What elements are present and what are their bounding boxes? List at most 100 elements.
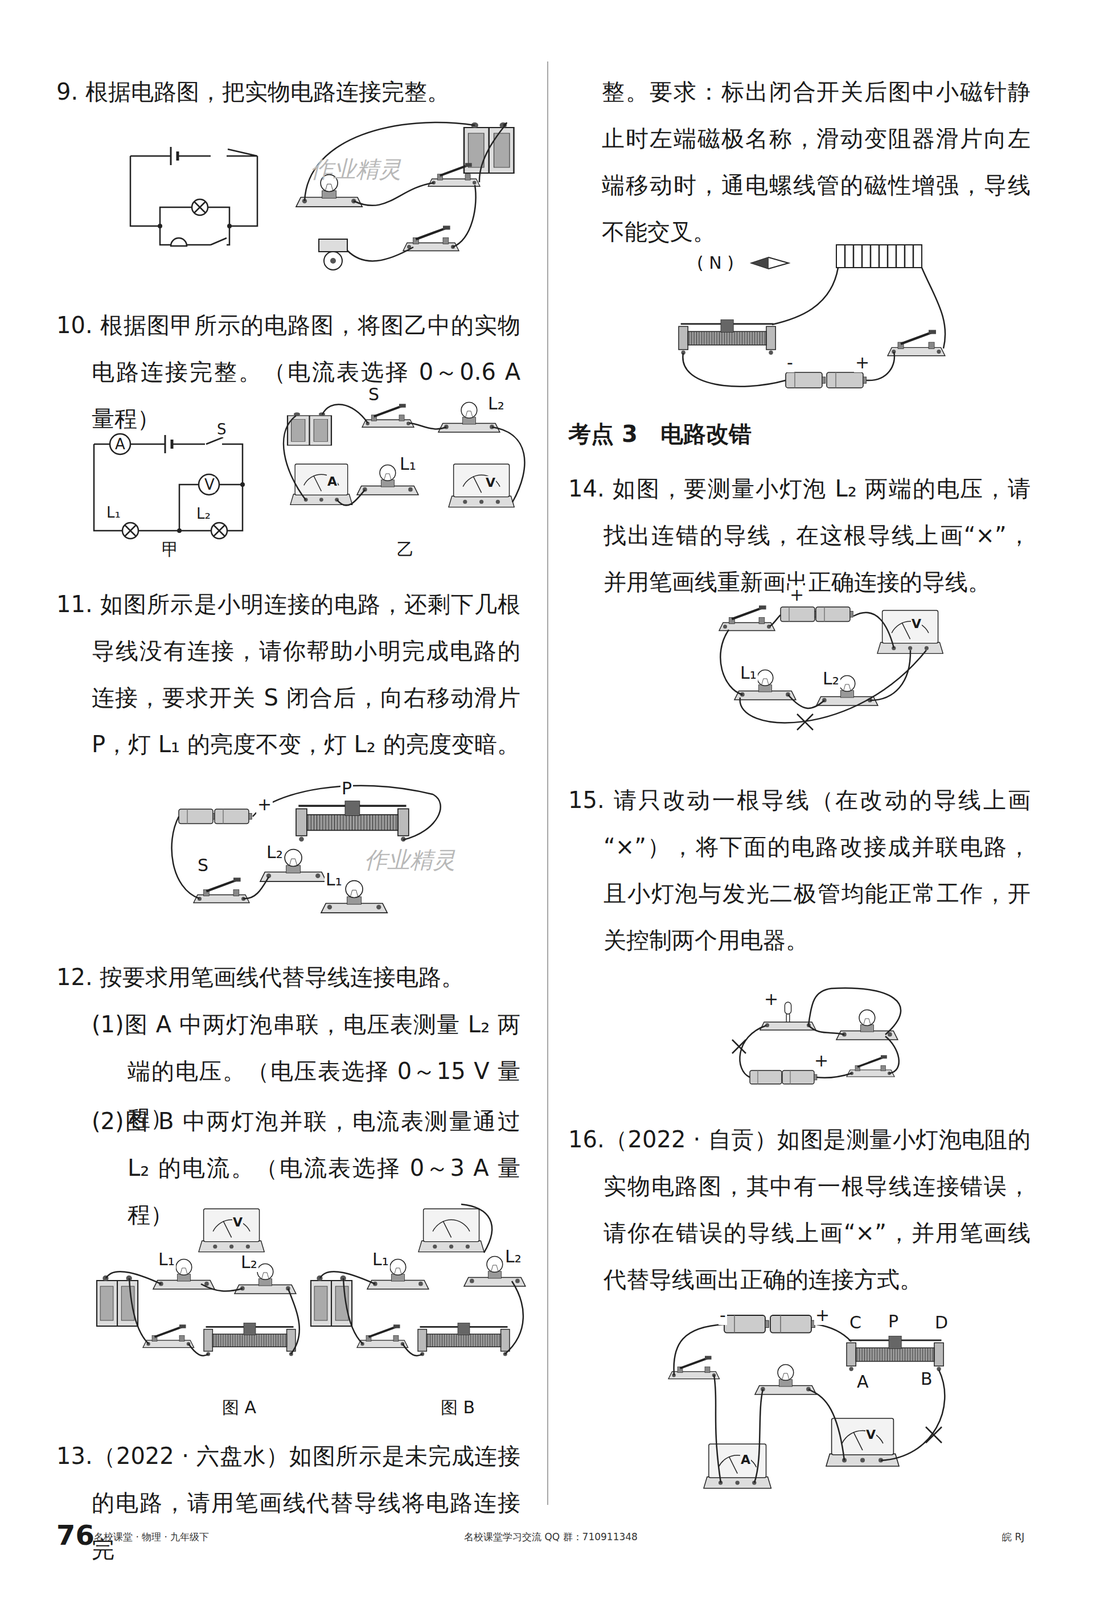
section-heading: 考点 3 电路改错	[568, 419, 752, 449]
figure-label: 乙	[395, 539, 416, 560]
figure-label: B	[919, 1369, 934, 1389]
real-circuit-15-part	[732, 1039, 746, 1054]
real-circuit-12-part	[319, 1271, 376, 1284]
real-circuit-14-part	[720, 629, 743, 695]
figure-label: S	[196, 855, 210, 876]
meter-label: V	[910, 617, 922, 631]
schematic-label: S	[216, 421, 228, 438]
real-circuit-15-part	[808, 1025, 845, 1035]
question-text: 11. 如图所示是小明连接的电路，还剩下几根导线没有连接，请你帮助小明完成电路的…	[56, 580, 521, 768]
real-circuit-13-part	[751, 257, 769, 269]
real-circuit-14-part	[740, 650, 927, 723]
real-circuit-16-part	[880, 1369, 945, 1461]
real-circuit-16-part	[770, 1315, 815, 1333]
real-circuit-16-part	[754, 1389, 763, 1483]
figure-label: L₂	[821, 668, 841, 689]
figure-label: S	[367, 384, 381, 405]
meter-label: V	[232, 1215, 244, 1230]
real-circuit-15-part	[816, 1073, 852, 1078]
figure-label: L₁	[324, 869, 344, 890]
real-circuit-12-part	[188, 1343, 209, 1356]
real-circuit-11-part	[178, 809, 216, 824]
real-circuit-9-part	[403, 225, 459, 251]
real-circuit-13	[678, 244, 946, 388]
schematic-10-part	[109, 433, 131, 455]
real-circuit-10-part	[448, 464, 515, 508]
footer-text: 名校课堂 · 物理 · 九年级下	[93, 1530, 209, 1543]
real-circuit-12-part	[343, 1278, 363, 1344]
figure-label: P	[340, 778, 353, 799]
watermark: 作业精灵	[310, 156, 402, 182]
figure-label: +	[813, 1051, 830, 1071]
figure-label: L₂	[239, 1252, 259, 1272]
real-circuit-15-part	[749, 1070, 785, 1085]
figure-label: L₁	[398, 454, 418, 474]
real-circuit-9-part	[304, 122, 475, 201]
real-circuit-16-part	[754, 1364, 817, 1395]
real-circuit-9-part	[353, 182, 434, 206]
real-circuit-12-part	[402, 1343, 423, 1356]
schematic-9	[130, 146, 258, 246]
real-circuit-10-part	[337, 489, 365, 506]
real-circuit-9-part	[318, 239, 348, 270]
real-circuit-14-part	[719, 605, 775, 631]
schematic-9-part	[130, 149, 258, 157]
real-circuit-12-part	[418, 1208, 484, 1253]
figure-label: -	[785, 352, 795, 373]
schematic-9-part	[130, 156, 258, 227]
meter-label: V	[865, 1427, 877, 1442]
question-text: 14. 如图，要测量小灯泡 L₂ 两端的电压，请找出连错的导线，在这根导线上画“…	[568, 465, 1031, 606]
schematic-9-part	[170, 146, 172, 166]
schematic-10-part	[177, 528, 182, 533]
real-circuit-16-part	[724, 1315, 769, 1333]
page-number: 76	[56, 1519, 95, 1551]
footer-text: 名校课堂学习交流 QQ 群：710911348	[464, 1530, 638, 1543]
schematic-9-part	[194, 201, 206, 213]
real-circuit-9-part	[428, 162, 480, 187]
real-circuit-13-part	[887, 329, 946, 356]
real-circuit-14-part	[787, 694, 825, 709]
real-circuit-14-part	[815, 606, 853, 622]
schematic-9-part	[191, 199, 208, 216]
figure-label: +	[762, 989, 780, 1009]
real-circuit-12-part	[461, 1204, 492, 1253]
real-circuit-13-part	[751, 257, 789, 269]
real-circuit-13-part	[682, 352, 786, 387]
schematic-9-part	[157, 223, 163, 229]
figure-label: L₁	[739, 663, 758, 683]
real-circuit-16-part	[808, 1389, 845, 1461]
meter-label: A	[326, 474, 338, 489]
real-circuit-15-part	[846, 1055, 895, 1077]
real-circuit-14-part	[869, 650, 911, 701]
real-circuit-14-part	[769, 614, 781, 627]
real-circuit-9-part	[347, 247, 414, 261]
schematic-10-part	[124, 524, 137, 537]
schematic-label: V	[203, 476, 216, 493]
figure-label: +	[256, 794, 273, 815]
meter-label: A	[740, 1452, 751, 1467]
figure-label: L₂	[486, 393, 506, 414]
question-text: 10. 根据图甲所示的电路图，将图乙中的实物电路连接完整。（电流表选择 0～0.…	[56, 301, 521, 442]
real-circuit-12-part	[105, 1271, 162, 1284]
schematic-10-part	[122, 522, 139, 539]
real-circuit-16-part	[846, 1335, 944, 1371]
real-circuit-13-part	[844, 244, 914, 268]
real-circuit-16-part	[816, 1324, 852, 1342]
real-circuit-16-part	[668, 1355, 720, 1379]
real-circuit-15-part	[808, 987, 901, 1035]
schematic-10-part	[164, 434, 167, 454]
schematic-9-part	[170, 237, 187, 246]
figure-label: A	[855, 1372, 870, 1392]
real-circuit-13-part	[772, 267, 839, 325]
real-circuit-15-part	[885, 1036, 900, 1074]
figure-label: +	[854, 352, 871, 373]
real-circuit-16-part	[674, 1324, 725, 1375]
schematic-label: A	[114, 436, 126, 453]
figure-label: L₁	[157, 1249, 176, 1270]
real-circuit-10-part	[322, 404, 368, 424]
real-circuit-12-part	[142, 1324, 195, 1348]
watermark: 作业精灵	[364, 847, 456, 873]
question-text: 15. 请只改动一根导线（在改动的导线上画“×”），将下面的电路改接成并联电路，…	[568, 776, 1031, 964]
real-circuit-10-part	[290, 464, 353, 505]
